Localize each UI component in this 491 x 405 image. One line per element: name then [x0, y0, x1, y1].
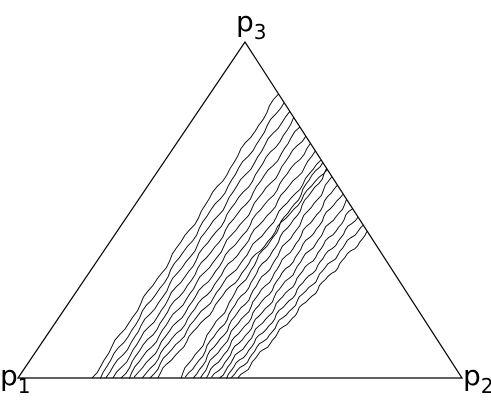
contour-line — [105, 110, 291, 378]
vertex-label-p2: p2 — [463, 359, 491, 398]
contour-line — [211, 199, 347, 378]
contour-band-right — [180, 161, 368, 379]
contour-line — [231, 224, 364, 378]
contour-line — [237, 231, 368, 378]
simplex-triangle — [16, 40, 464, 379]
contour-line — [91, 93, 279, 379]
contour-line — [180, 161, 324, 379]
contour-line — [184, 168, 327, 378]
vertex-label-p3: p3 — [236, 5, 267, 44]
contour-line — [133, 143, 311, 378]
contour-line — [128, 135, 307, 380]
contour-band-left — [91, 93, 328, 380]
contour-line — [192, 176, 333, 379]
contour-line — [205, 193, 344, 379]
contour-line — [225, 216, 359, 379]
contour-line — [99, 102, 285, 379]
contour-line — [141, 150, 316, 379]
contour-line — [218, 208, 353, 379]
contour-line — [120, 126, 301, 379]
contour-line — [112, 117, 294, 378]
contour-line — [149, 159, 322, 379]
contour-line — [199, 184, 338, 379]
vertex-label-p1: p1 — [0, 359, 31, 398]
contour-line — [157, 168, 328, 379]
